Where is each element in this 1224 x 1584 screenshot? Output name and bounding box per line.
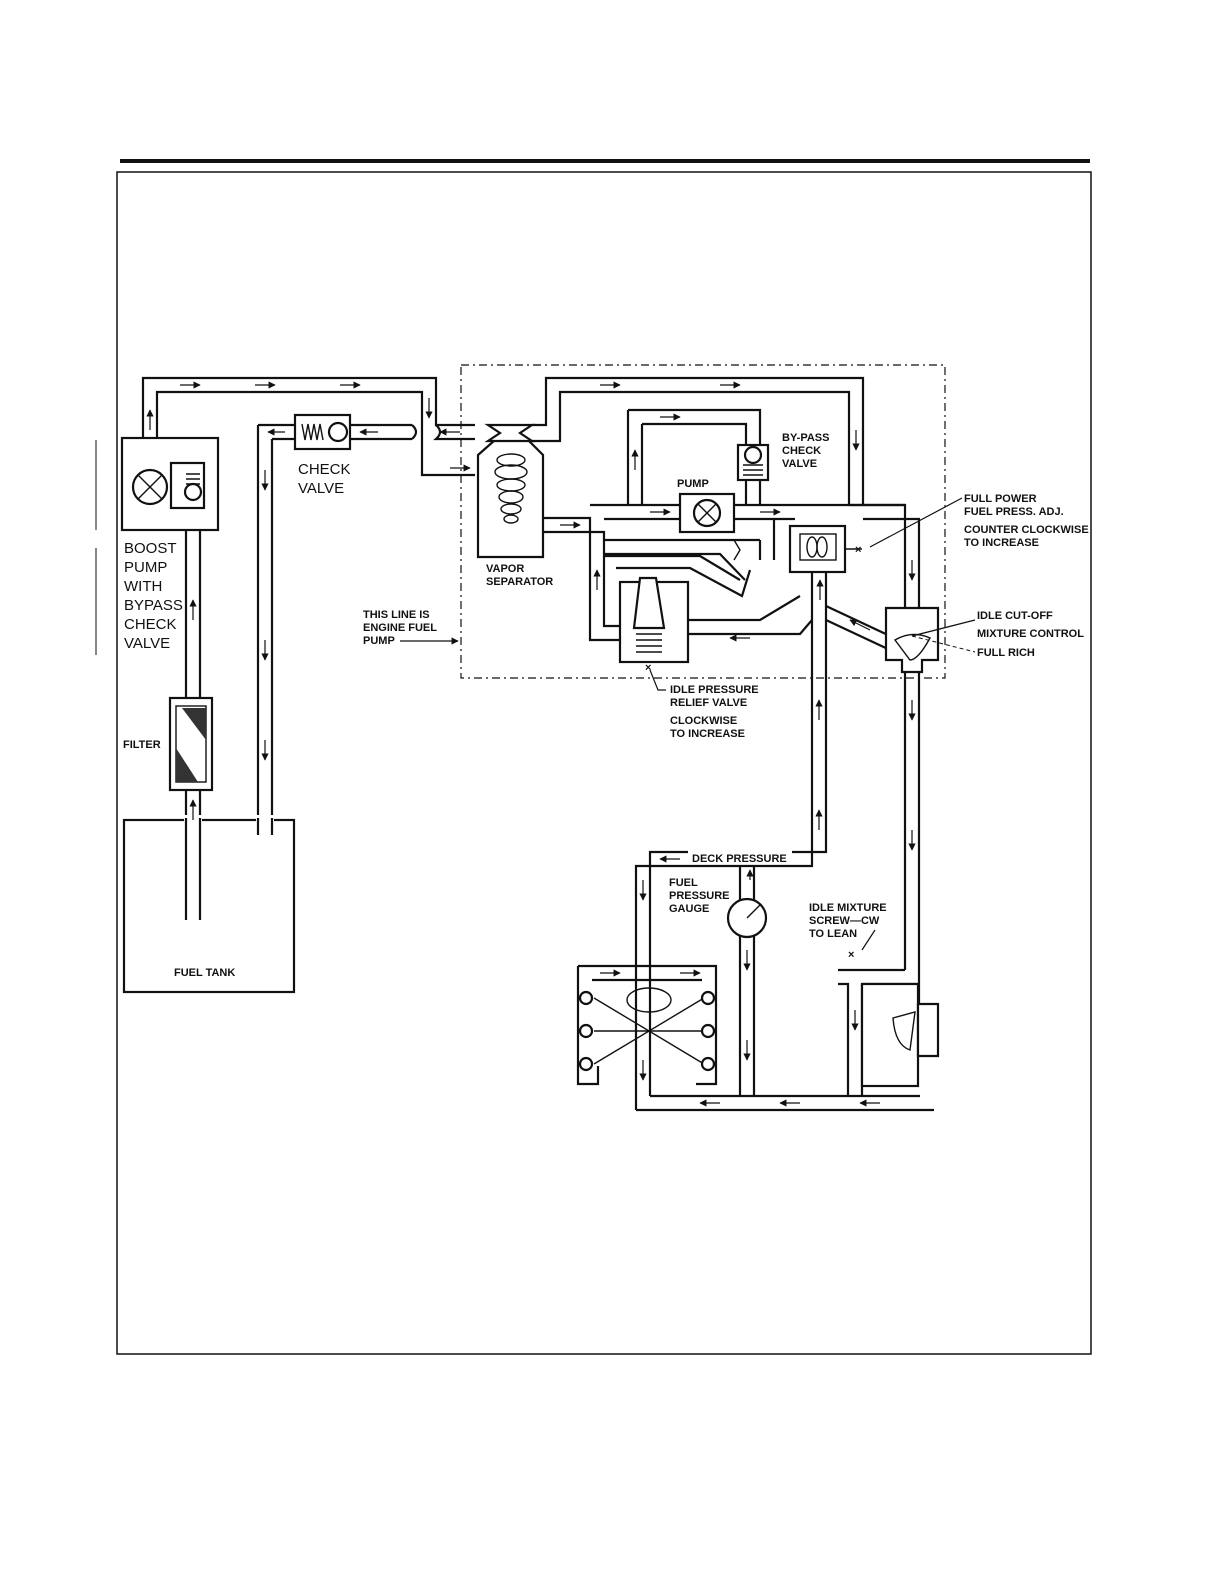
gauge-label-3: GAUGE: [669, 903, 709, 915]
gauge-label-1: FUEL: [669, 877, 698, 889]
check-valve-label-2: VALVE: [298, 480, 344, 497]
check-valve: [293, 413, 352, 451]
engine-line-label-2: ENGINE FUEL: [363, 622, 437, 634]
boost-pump-label-3: WITH: [124, 578, 162, 595]
bypass-valve-label-2: CHECK: [782, 445, 821, 457]
svg-text:×: ×: [855, 544, 861, 556]
fuel-tank: [122, 818, 296, 994]
gauge-label-2: PRESSURE: [669, 890, 730, 902]
mixture-control: [884, 606, 976, 1004]
boost-pump-label-1: BOOST: [124, 540, 177, 557]
pump-label: PUMP: [677, 478, 709, 490]
full-power-label-3: COUNTER CLOCKWISE: [964, 524, 1089, 536]
engine-line-label-1: THIS LINE IS: [363, 609, 430, 621]
fuel-tank-label: FUEL TANK: [174, 967, 235, 979]
top-supply-line: [141, 376, 475, 835]
idle-relief-label-4: TO INCREASE: [670, 728, 745, 740]
mixture-control-label: MIXTURE CONTROL: [977, 628, 1084, 640]
svg-text:×: ×: [848, 949, 854, 961]
boost-pump-label-6: VALVE: [124, 635, 170, 652]
fuel-filter: [168, 696, 214, 792]
engine-pump-boundary: [460, 364, 946, 679]
idle-mixture-label-2: SCREW—CW: [809, 915, 880, 927]
full-power-label-1: FULL POWER: [964, 493, 1037, 505]
idle-relief-label-2: RELIEF VALVE: [670, 697, 747, 709]
idle-pressure-relief-valve: ×: [618, 576, 813, 674]
bypass-valve-label-1: BY-PASS: [782, 432, 829, 444]
boost-pump: [120, 436, 220, 532]
engine-line-label-3: PUMP: [363, 635, 395, 647]
boost-pump-label-2: PUMP: [124, 559, 167, 576]
fuel-pressure-gauge: [726, 897, 768, 939]
idle-relief-label-3: CLOCKWISE: [670, 715, 737, 727]
idle-mixture-section: ×: [838, 949, 940, 1096]
idle-mixture-label-3: TO LEAN: [809, 928, 857, 940]
vapor-separator: [476, 423, 545, 559]
engine-manifold: [576, 964, 718, 1086]
flow-arrows: [146, 381, 916, 1107]
header-rule: [120, 159, 1090, 163]
full-power-label-4: TO INCREASE: [964, 537, 1039, 549]
figure-frame: [116, 171, 1092, 1355]
idle-mixture-label-1: IDLE MIXTURE: [809, 902, 887, 914]
diagonal-passage: [604, 539, 752, 598]
leader-lines: [400, 497, 963, 951]
idle-relief-label-1: IDLE PRESSURE: [670, 684, 759, 696]
boost-pump-label-4: BYPASS: [124, 597, 183, 614]
engine-pump-symbol: [678, 492, 736, 534]
vapor-separator-label-2: SEPARATOR: [486, 576, 553, 588]
boost-pump-label-5: CHECK: [124, 616, 177, 633]
labels: CHECK VALVE BOOST PUMP WITH BYPASS CHECK…: [123, 432, 1089, 979]
svg-text:×: ×: [645, 662, 651, 674]
bypass-valve-label-3: VALVE: [782, 458, 817, 470]
deck-pressure-label: DECK PRESSURE: [692, 853, 787, 865]
full-power-label-2: FUEL PRESS. ADJ.: [964, 506, 1064, 518]
check-valve-label-1: CHECK: [298, 461, 351, 478]
filter-label: FILTER: [123, 739, 161, 751]
idle-cutoff-label: IDLE CUT-OFF: [977, 610, 1053, 622]
full-rich-label: FULL RICH: [977, 647, 1035, 659]
bypass-check-valve: [736, 443, 770, 482]
vapor-separator-label-1: VAPOR: [486, 563, 524, 575]
full-power-adjust-valve: ×: [788, 524, 862, 574]
